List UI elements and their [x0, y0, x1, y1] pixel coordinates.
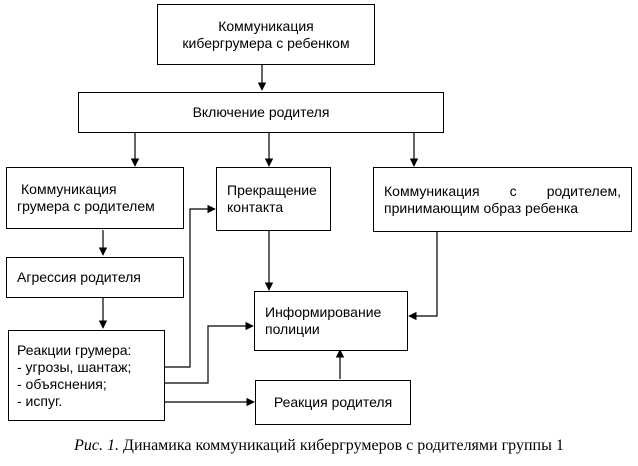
box-line: кибергрумера с ребенком: [182, 34, 350, 51]
box-line: принимающим образ ребенка: [384, 199, 579, 216]
arrow-parent-accepting-to-police: [408, 232, 438, 321]
box-cybergroomer-child-communication: Коммуникация кибергрумера с ребенком: [157, 4, 375, 65]
box-line: Коммуникация: [21, 181, 117, 197]
box-label: Реакция родителя: [273, 394, 393, 410]
box-parent-reaction: Реакция родителя: [255, 380, 411, 425]
box-line: - испуг.: [17, 392, 63, 409]
figure-caption: Рис. 1. Динамика коммуникаций кибергруме…: [0, 437, 638, 455]
box-groomer-parent-communication: Коммуникация грумера с родителем: [6, 167, 184, 229]
arrow-reactions-to-police: [165, 321, 254, 384]
box-police-notification: Информирование полиции: [254, 291, 408, 351]
box-line: Прекращение: [227, 182, 317, 198]
figure-label: Рис. 1.: [74, 437, 120, 454]
box-line: контакта: [227, 199, 284, 215]
box-parent-inclusion: Включение родителя: [78, 92, 444, 133]
box-parent-accepting-child-image: Коммуникация с родителем, принимающим об…: [373, 167, 632, 232]
box-line: Коммуникация: [218, 17, 314, 34]
box-line: Коммуникация с родителем,: [384, 182, 621, 199]
figure-caption-text: Динамика коммуникаций кибергрумеров с ро…: [123, 437, 564, 454]
box-contact-termination: Прекращение контакта: [216, 167, 331, 231]
box-groomer-reactions: Реакции грумера: - угрозы, шантаж; - объ…: [8, 330, 165, 421]
box-line: - объяснения;: [17, 375, 107, 392]
box-label: Включение родителя: [192, 104, 330, 120]
box-label: Агрессия родителя: [17, 269, 141, 285]
box-line: грумера с родителем: [17, 198, 155, 214]
box-line: Информирование: [265, 304, 382, 320]
box-line: Реакции грумера:: [17, 341, 132, 358]
box-line: полиции: [265, 321, 320, 337]
arrow-reactions-to-contact-end: [165, 204, 216, 368]
box-line: - угрозы, шантаж;: [17, 358, 132, 375]
box-parent-aggression: Агрессия родителя: [6, 257, 184, 298]
